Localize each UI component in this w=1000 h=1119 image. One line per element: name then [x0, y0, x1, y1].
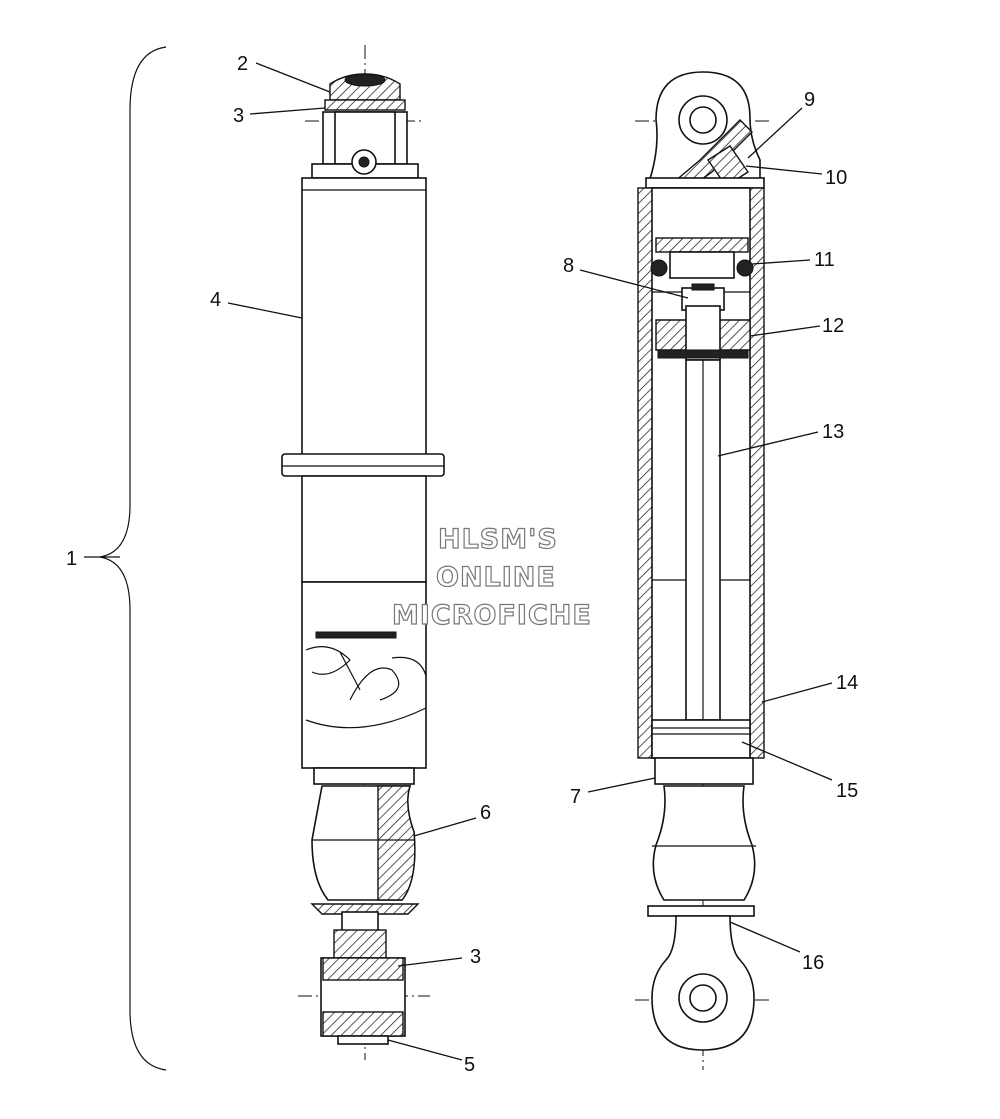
- callout-13: 13: [822, 421, 844, 443]
- callout-16: 16: [802, 952, 824, 974]
- callout-8: 8: [563, 255, 574, 277]
- brand-logo: [305, 646, 427, 701]
- callout-10: 10: [825, 167, 847, 189]
- o-ring-right: [736, 259, 754, 277]
- top-bushing: [324, 73, 406, 111]
- assembly-brace: [99, 46, 167, 1071]
- watermark-line-2: ONLINE: [436, 562, 556, 593]
- callout-3: 3: [233, 105, 244, 127]
- watermark-line-1: HLSM'S: [438, 524, 558, 555]
- callout-1: 1: [66, 548, 77, 570]
- seal-head: [651, 719, 751, 759]
- o-ring-left: [650, 259, 668, 277]
- callout-4: 4: [210, 289, 221, 311]
- callout-3: 3: [470, 946, 481, 968]
- shock-body: [301, 177, 427, 459]
- callout-6: 6: [480, 802, 491, 824]
- callout-12: 12: [822, 315, 844, 337]
- callout-7: 7: [570, 786, 581, 808]
- leader-lines: [84, 62, 833, 1061]
- callout-labels: 1 2 3 4 3 5 6 7 8 9 10 11 12 13 14 15 16: [66, 53, 858, 1076]
- left-shock-external-view: [281, 45, 445, 1060]
- right-shock-cross-section: [635, 71, 770, 1070]
- bottom-washer: [647, 905, 755, 917]
- callout-2: 2: [237, 53, 248, 75]
- adjuster-ring: [281, 453, 445, 477]
- end-cap: [654, 757, 754, 785]
- watermark: HLSM'S ONLINE MICROFICHE: [391, 523, 592, 631]
- callout-14: 14: [836, 672, 858, 694]
- callout-5: 5: [464, 1054, 475, 1076]
- callout-11: 11: [814, 249, 835, 271]
- callout-15: 15: [836, 780, 858, 802]
- watermark-line-3: MICROFICHE: [392, 600, 592, 631]
- callout-9: 9: [804, 89, 815, 111]
